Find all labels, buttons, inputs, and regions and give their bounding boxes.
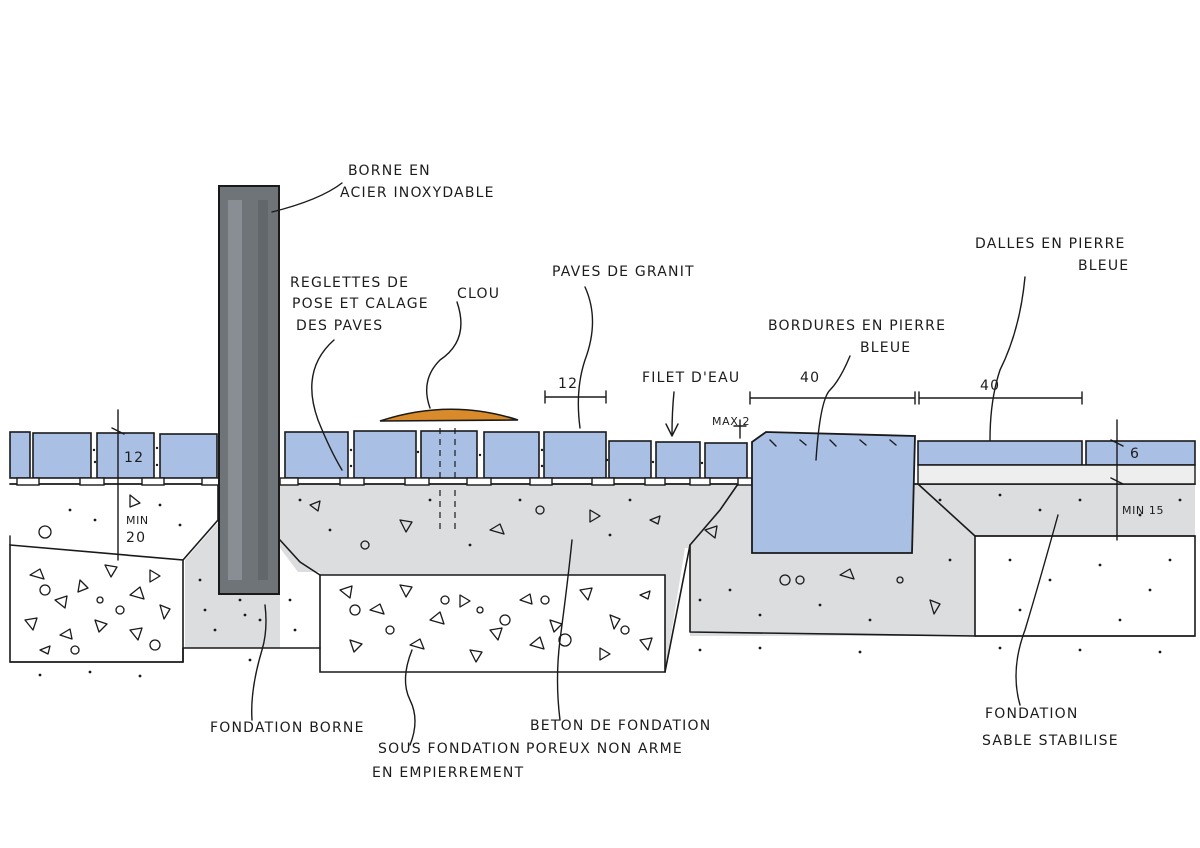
label-reglettes-line2: POSE ET CALAGE — [292, 296, 429, 312]
dalles-stone — [917, 440, 1196, 466]
joint-grout — [92, 446, 704, 468]
label-dalles-line1: DALLES EN PIERRE — [975, 236, 1126, 252]
label-borne-line1: BORNE EN — [348, 163, 431, 179]
stainless-bollard — [218, 185, 280, 595]
aggregate-texture — [24, 494, 941, 663]
label-sous-fondation-line1: SOUS FONDATION — [378, 741, 521, 757]
leader-lines — [251, 182, 1059, 746]
label-borne-line2: ACIER INOXYDABLE — [340, 185, 495, 201]
granite-pavers — [9, 430, 748, 479]
dim-bordure-width: 40 — [800, 370, 820, 386]
label-fondation-borne: FONDATION BORNE — [210, 720, 365, 736]
bollard-foundation-dots — [198, 578, 297, 632]
dim-min20-line2: 20 — [126, 530, 146, 546]
dimension-lines — [111, 390, 1124, 561]
dimension-labels: 12 12 MIN 20 MAX 2 40 40 6 MIN 15 — [124, 370, 1164, 546]
middle-subfoundation — [319, 574, 666, 673]
label-reglettes-line3: DES PAVES — [296, 318, 383, 334]
stipple-texture — [38, 493, 1182, 678]
label-reglettes-line1: REGLETTES DE — [290, 275, 409, 291]
label-fondation-sable-line2: SABLE STABILISE — [982, 733, 1119, 749]
dim-pave-width: 12 — [558, 376, 578, 392]
label-dalles-line2: BLEUE — [1078, 258, 1129, 274]
clou-nail — [379, 408, 519, 530]
labels: BORNE EN ACIER INOXYDABLE REGLETTES DE P… — [210, 163, 1129, 781]
label-beton-line1: BETON DE FONDATION — [530, 718, 711, 734]
label-sous-fondation-line2: EN EMPIERREMENT — [372, 765, 524, 781]
sand-foundation — [974, 535, 1196, 637]
dim-min15: MIN 15 — [1122, 504, 1164, 517]
label-paves: PAVES DE GRANIT — [552, 264, 695, 280]
left-subfoundation — [9, 544, 184, 663]
dim-dalle-width: 40 — [980, 378, 1000, 394]
dim-max2: MAX 2 — [712, 415, 750, 428]
label-bordures-line2: BLEUE — [860, 340, 911, 356]
ground-layers — [9, 483, 1196, 673]
label-clou: CLOU — [457, 286, 500, 302]
label-filet: FILET D'EAU — [642, 370, 740, 386]
label-bordures-line1: BORDURES EN PIERRE — [768, 318, 946, 334]
sand-bed-dalles — [917, 464, 1196, 485]
dim-pave-height: 12 — [124, 450, 144, 466]
dim-dalle-height: 6 — [1130, 446, 1140, 462]
bordure-stone — [751, 431, 916, 554]
label-beton-line2: POREUX NON ARME — [526, 741, 683, 757]
dim-min20-line1: MIN — [126, 514, 149, 527]
label-fondation-sable-line1: FONDATION — [985, 706, 1079, 722]
